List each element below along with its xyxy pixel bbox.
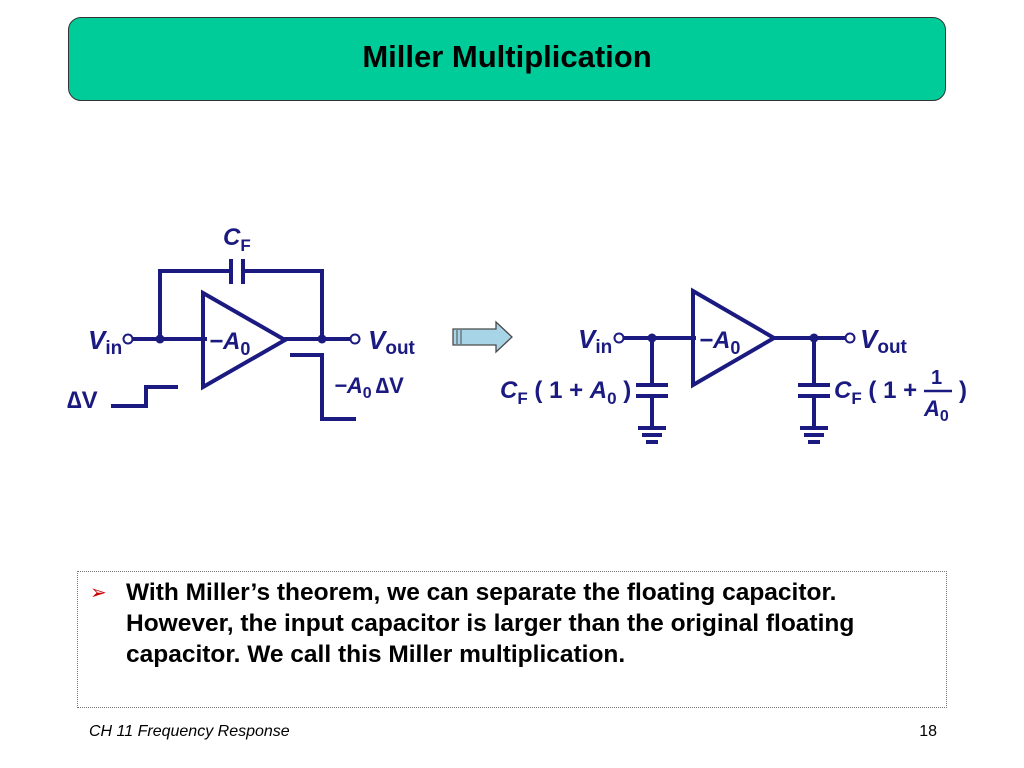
right-input-cap-label: CF ( 1 + A0 ) — [500, 377, 631, 408]
left-output-node — [317, 334, 327, 344]
left-feedback-cap-label: CF — [223, 224, 251, 255]
right-input-ground-icon — [638, 426, 666, 444]
left-output-step-label: −A0∆V — [334, 373, 404, 402]
left-input-step — [111, 385, 178, 408]
left-input-step-label: ∆V — [67, 387, 98, 414]
left-output-terminal — [349, 333, 361, 345]
title-bar: Miller Multiplication — [68, 17, 946, 101]
left-feedback-wire-left — [158, 269, 231, 341]
left-input-terminal — [122, 333, 134, 345]
right-circuit-nodes — [613, 332, 856, 344]
right-amp-gain-label: −A0 — [699, 327, 740, 358]
left-amp-gain-label: −A0 — [209, 328, 250, 359]
right-output-cap-frac-numerator: 1 — [931, 367, 942, 389]
right-output-terminal — [844, 332, 856, 344]
left-vin-label: Vin — [88, 325, 122, 359]
right-amplifier — [691, 287, 778, 389]
left-input-node — [155, 334, 165, 344]
right-output-cap-close-paren: ) — [959, 377, 967, 404]
right-input-node — [647, 333, 657, 343]
footer-chapter-title: CH 11 Frequency Response — [89, 723, 290, 740]
footer-page-number: 18 — [919, 723, 937, 740]
right-output-cap-frac-denominator: A0 — [923, 396, 949, 425]
bullet-text: With Miller’s theorem, we can separate t… — [126, 579, 855, 668]
bullet-arrow-icon: ➢ — [90, 580, 107, 604]
left-feedback-wire-right — [243, 269, 324, 341]
right-circuit — [622, 287, 848, 428]
right-vout-label: Vout — [860, 324, 908, 358]
left-circuit-nodes — [122, 333, 361, 345]
right-arrow-icon — [452, 320, 513, 354]
bullet-box: ➢ With Miller’s theorem, we can separate… — [77, 571, 947, 708]
left-amplifier — [201, 289, 290, 391]
right-output-ground-icon — [800, 426, 828, 444]
right-output-cap-label: CF ( 1 + — [834, 377, 917, 408]
right-input-terminal — [613, 332, 625, 344]
left-vout-label: Vout — [368, 325, 416, 359]
left-output-step — [290, 353, 356, 421]
slide-title: Miller Multiplication — [362, 39, 652, 74]
right-output-node — [809, 333, 819, 343]
right-vin-label: Vin — [578, 324, 612, 358]
